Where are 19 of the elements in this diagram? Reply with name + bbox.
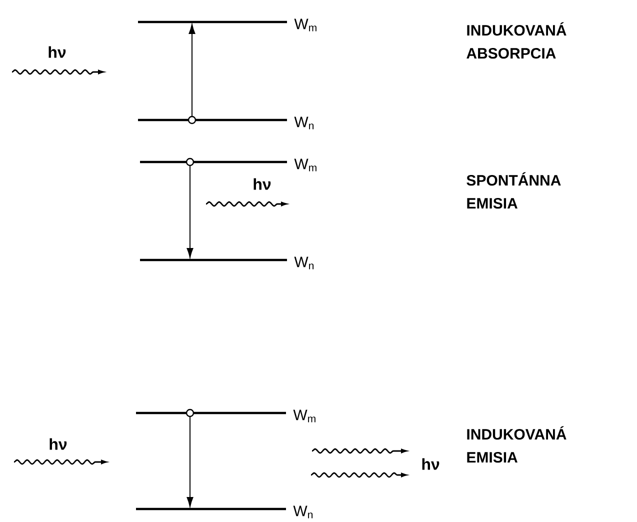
transition-arrow (186, 408, 194, 507)
photon-label: hν (48, 46, 66, 58)
energy-level (136, 412, 286, 414)
process-title: INDUKOVANÁ EMISIA (467, 426, 566, 463)
process-title: SPONTÁNNA EMISIA (466, 172, 561, 209)
transition-arrow (188, 24, 196, 124)
process-title: INDUKOVANÁ ABSORPCIA (466, 22, 566, 59)
energy-level (140, 160, 287, 164)
level-label: W$_{m}$ (294, 158, 316, 172)
transition-arrow (186, 158, 194, 258)
photon-label: hν (254, 178, 271, 190)
level-label: W$_{n}$ (294, 116, 314, 130)
level-label: W$_{m}$ (293, 410, 316, 422)
level-label: W$_{n}$ (294, 256, 314, 270)
energy-level (138, 118, 287, 122)
level-label: W$_{n}$ (293, 506, 313, 518)
photon-label: hν (422, 458, 440, 470)
photon-label: hν (50, 438, 67, 450)
level-label: W$_{m}$ (294, 18, 316, 32)
